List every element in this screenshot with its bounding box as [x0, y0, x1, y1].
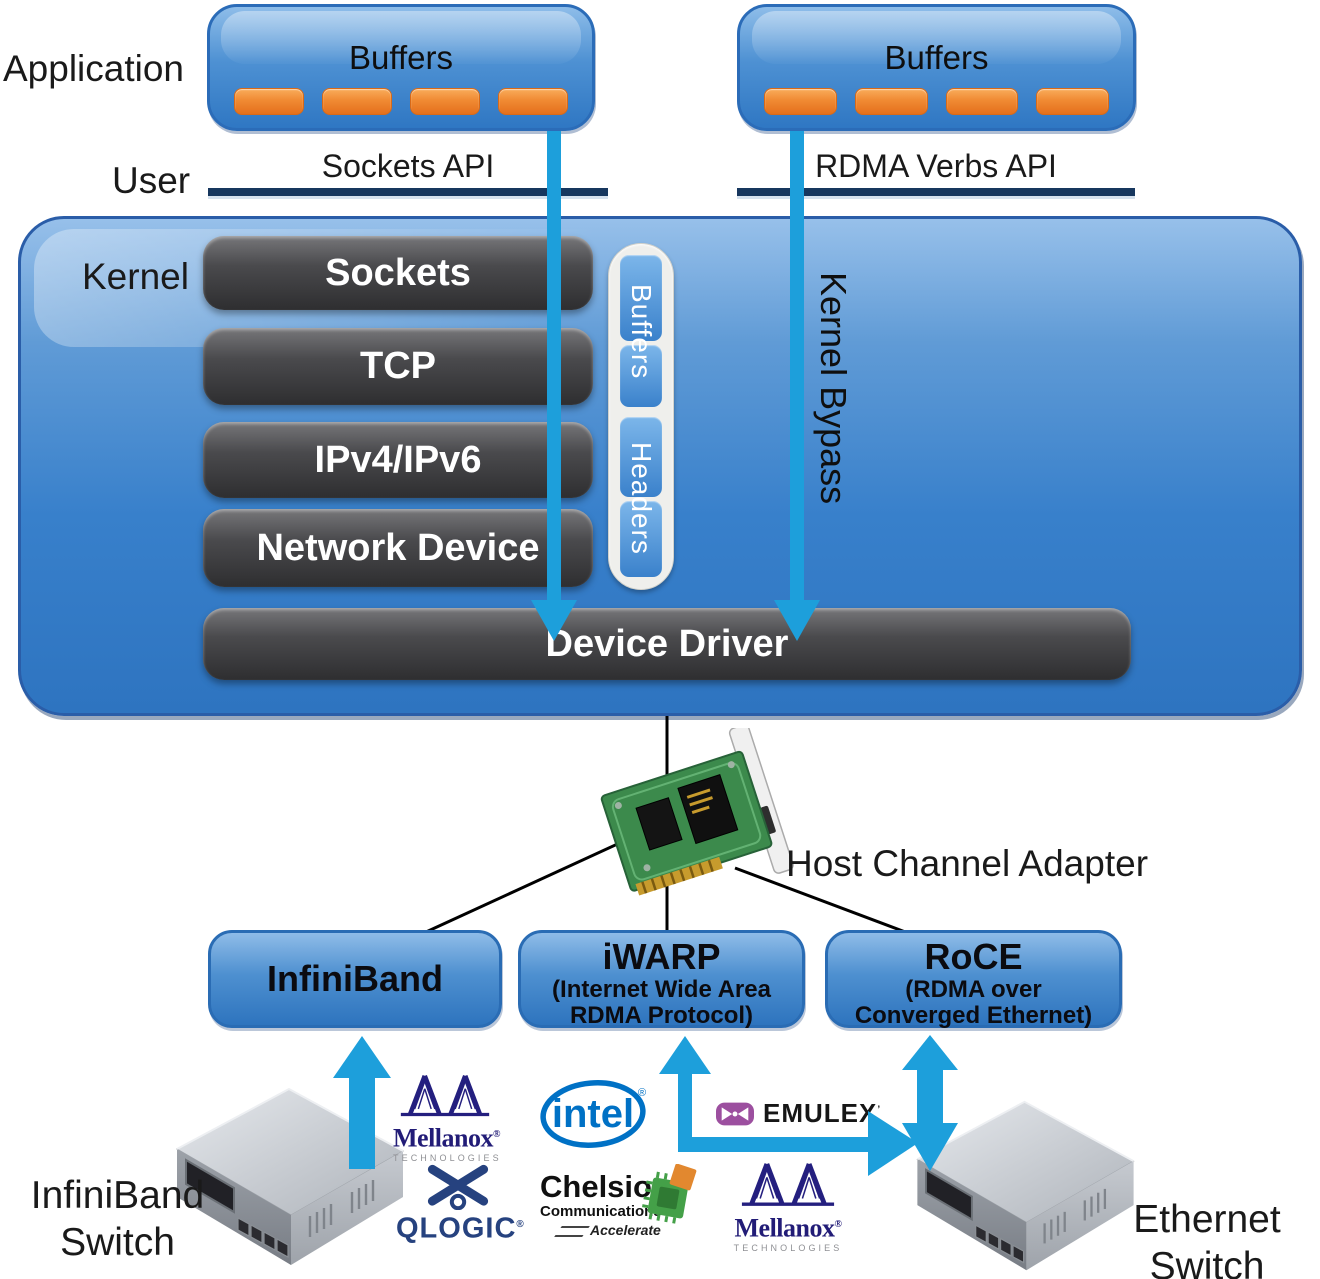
- buffer-slot-row: [234, 88, 568, 115]
- protocol-box-infiniband: InfiniBand: [208, 930, 502, 1028]
- pill-headers-label: Headers: [626, 441, 657, 555]
- mellanox-bridge-icon: [400, 1075, 490, 1117]
- down-arrowhead: [774, 600, 820, 641]
- protocol-title: RoCE: [924, 936, 1023, 977]
- infiniband-switch-label: InfiniBand Switch: [15, 1172, 220, 1266]
- protocol-subtitle: (RDMA over: [905, 976, 1042, 1003]
- chelsio-communications-text: Communications: [540, 1203, 662, 1220]
- vendor-logo-qlogic: QLOGIC®: [396, 1164, 525, 1245]
- mellanox-technologies-text: TECHNOLOGIES: [393, 1152, 502, 1163]
- pill-headers-label-wrap: Headers: [608, 417, 674, 579]
- rdma-verbs-api-label: RDMA Verbs API: [815, 148, 1057, 184]
- chelsio-wordmark: Chelsio: [540, 1169, 652, 1204]
- buffer-slot-row: [764, 88, 1109, 115]
- pill-cell-buffer: [620, 345, 662, 407]
- stack-box-tcp: TCP: [203, 328, 593, 405]
- mellanox-technologies-text: TECHNOLOGIES: [733, 1242, 843, 1253]
- buffers-title: Buffers: [884, 39, 989, 76]
- up-arrowhead: [902, 1035, 958, 1070]
- buffer-slot: [498, 88, 568, 115]
- kernel-bypass-arrow-shaft: [790, 131, 804, 601]
- rdma-verbs-api-line: [737, 188, 1135, 196]
- buffer-slot: [764, 88, 837, 115]
- mellanox-bridge-icon: [741, 1163, 835, 1206]
- application-label: Application: [3, 48, 185, 89]
- mellanox-wordmark: Mellanox®: [734, 1213, 842, 1243]
- pill-cell-header: [620, 501, 662, 577]
- qlogic-wordmark: QLOGIC®: [396, 1212, 525, 1245]
- emulex-icon: [716, 1102, 754, 1125]
- protocol-subtitle: Converged Ethernet): [854, 1002, 1093, 1029]
- protocol-title: iWARP: [602, 936, 721, 977]
- chelsio-tagline: Accelerate: [554, 1222, 690, 1238]
- protocol-subtitle: RDMA Protocol): [569, 1002, 754, 1029]
- vendor-logo-emulex: EMULEX’: [716, 1098, 881, 1129]
- pill-buffers-label-wrap: Buffers: [608, 256, 674, 408]
- device-driver-box: Device Driver: [203, 608, 1131, 680]
- buffer-slot: [322, 88, 392, 115]
- down-arrowhead: [531, 600, 577, 641]
- vendor-logo-mellanox-upper: Mellanox® TECHNOLOGIES: [393, 1072, 502, 1163]
- stack-box-network-device: Network Device: [203, 509, 593, 587]
- protocol-box-iwarp: iWARP (Internet Wide Area RDMA Protocol): [518, 930, 805, 1029]
- pill-cell-buffer: [620, 255, 662, 341]
- switch-label-line: Switch: [1149, 1245, 1265, 1279]
- host-channel-adapter-label: Host Channel Adapter: [786, 843, 1149, 884]
- sockets-api-label: Sockets API: [321, 148, 495, 184]
- kernel-label: Kernel: [82, 256, 189, 297]
- host-channel-adapter-card: [600, 728, 794, 896]
- infiniband-switch-image: [175, 1087, 405, 1265]
- switch-label-line: InfiniBand: [30, 1174, 205, 1217]
- switch-label-line: Ethernet: [1133, 1198, 1281, 1241]
- intel-reg-mark: ®: [638, 1087, 646, 1099]
- sockets-path-arrow-shaft: [547, 131, 561, 601]
- up-arrowhead: [659, 1036, 711, 1074]
- right-arrowhead: [868, 1111, 918, 1176]
- protocol-subtitle: (Internet Wide Area: [552, 976, 771, 1003]
- buffer-slot: [234, 88, 304, 115]
- stack-box-sockets: Sockets: [203, 236, 593, 310]
- buffer-slot: [854, 88, 928, 115]
- protocol-box-roce: RoCE (RDMA over Converged Ethernet): [825, 930, 1122, 1029]
- chelsio-chip-icon: [642, 1164, 697, 1224]
- sockets-api-line: [208, 188, 608, 196]
- stack-box-ip: IPv4/IPv6: [203, 422, 593, 498]
- buffer-slot: [945, 88, 1019, 115]
- pill-buffers-label: Buffers: [626, 284, 657, 380]
- vendor-logo-chelsio: Chelsio Communications Accelerate: [540, 1164, 697, 1238]
- intel-wordmark: intel: [552, 1092, 634, 1136]
- buffer-slot: [410, 88, 480, 115]
- ethernet-switch-label: Ethernet Switch: [1122, 1196, 1292, 1279]
- kernel-bypass-label: Kernel Bypass: [813, 272, 854, 505]
- ethernet-switch-image: [916, 1100, 1135, 1271]
- vendor-logo-mellanox-lower: Mellanox® TECHNOLOGIES: [733, 1160, 843, 1253]
- emulex-wordmark: EMULEX’: [763, 1098, 882, 1128]
- switch-label-line: Switch: [60, 1221, 175, 1264]
- mellanox-wordmark: Mellanox®: [393, 1123, 500, 1153]
- buffer-slot: [1036, 88, 1109, 115]
- down-arrowhead: [902, 1123, 958, 1171]
- pill-cell-header: [620, 417, 662, 497]
- buffers-title: Buffers: [349, 39, 453, 76]
- protocol-title: InfiniBand: [267, 958, 443, 999]
- up-arrowhead: [333, 1036, 391, 1078]
- user-label: User: [112, 160, 191, 201]
- qlogic-icon: [427, 1164, 489, 1210]
- vendor-logo-intel: intel ®: [540, 1080, 646, 1148]
